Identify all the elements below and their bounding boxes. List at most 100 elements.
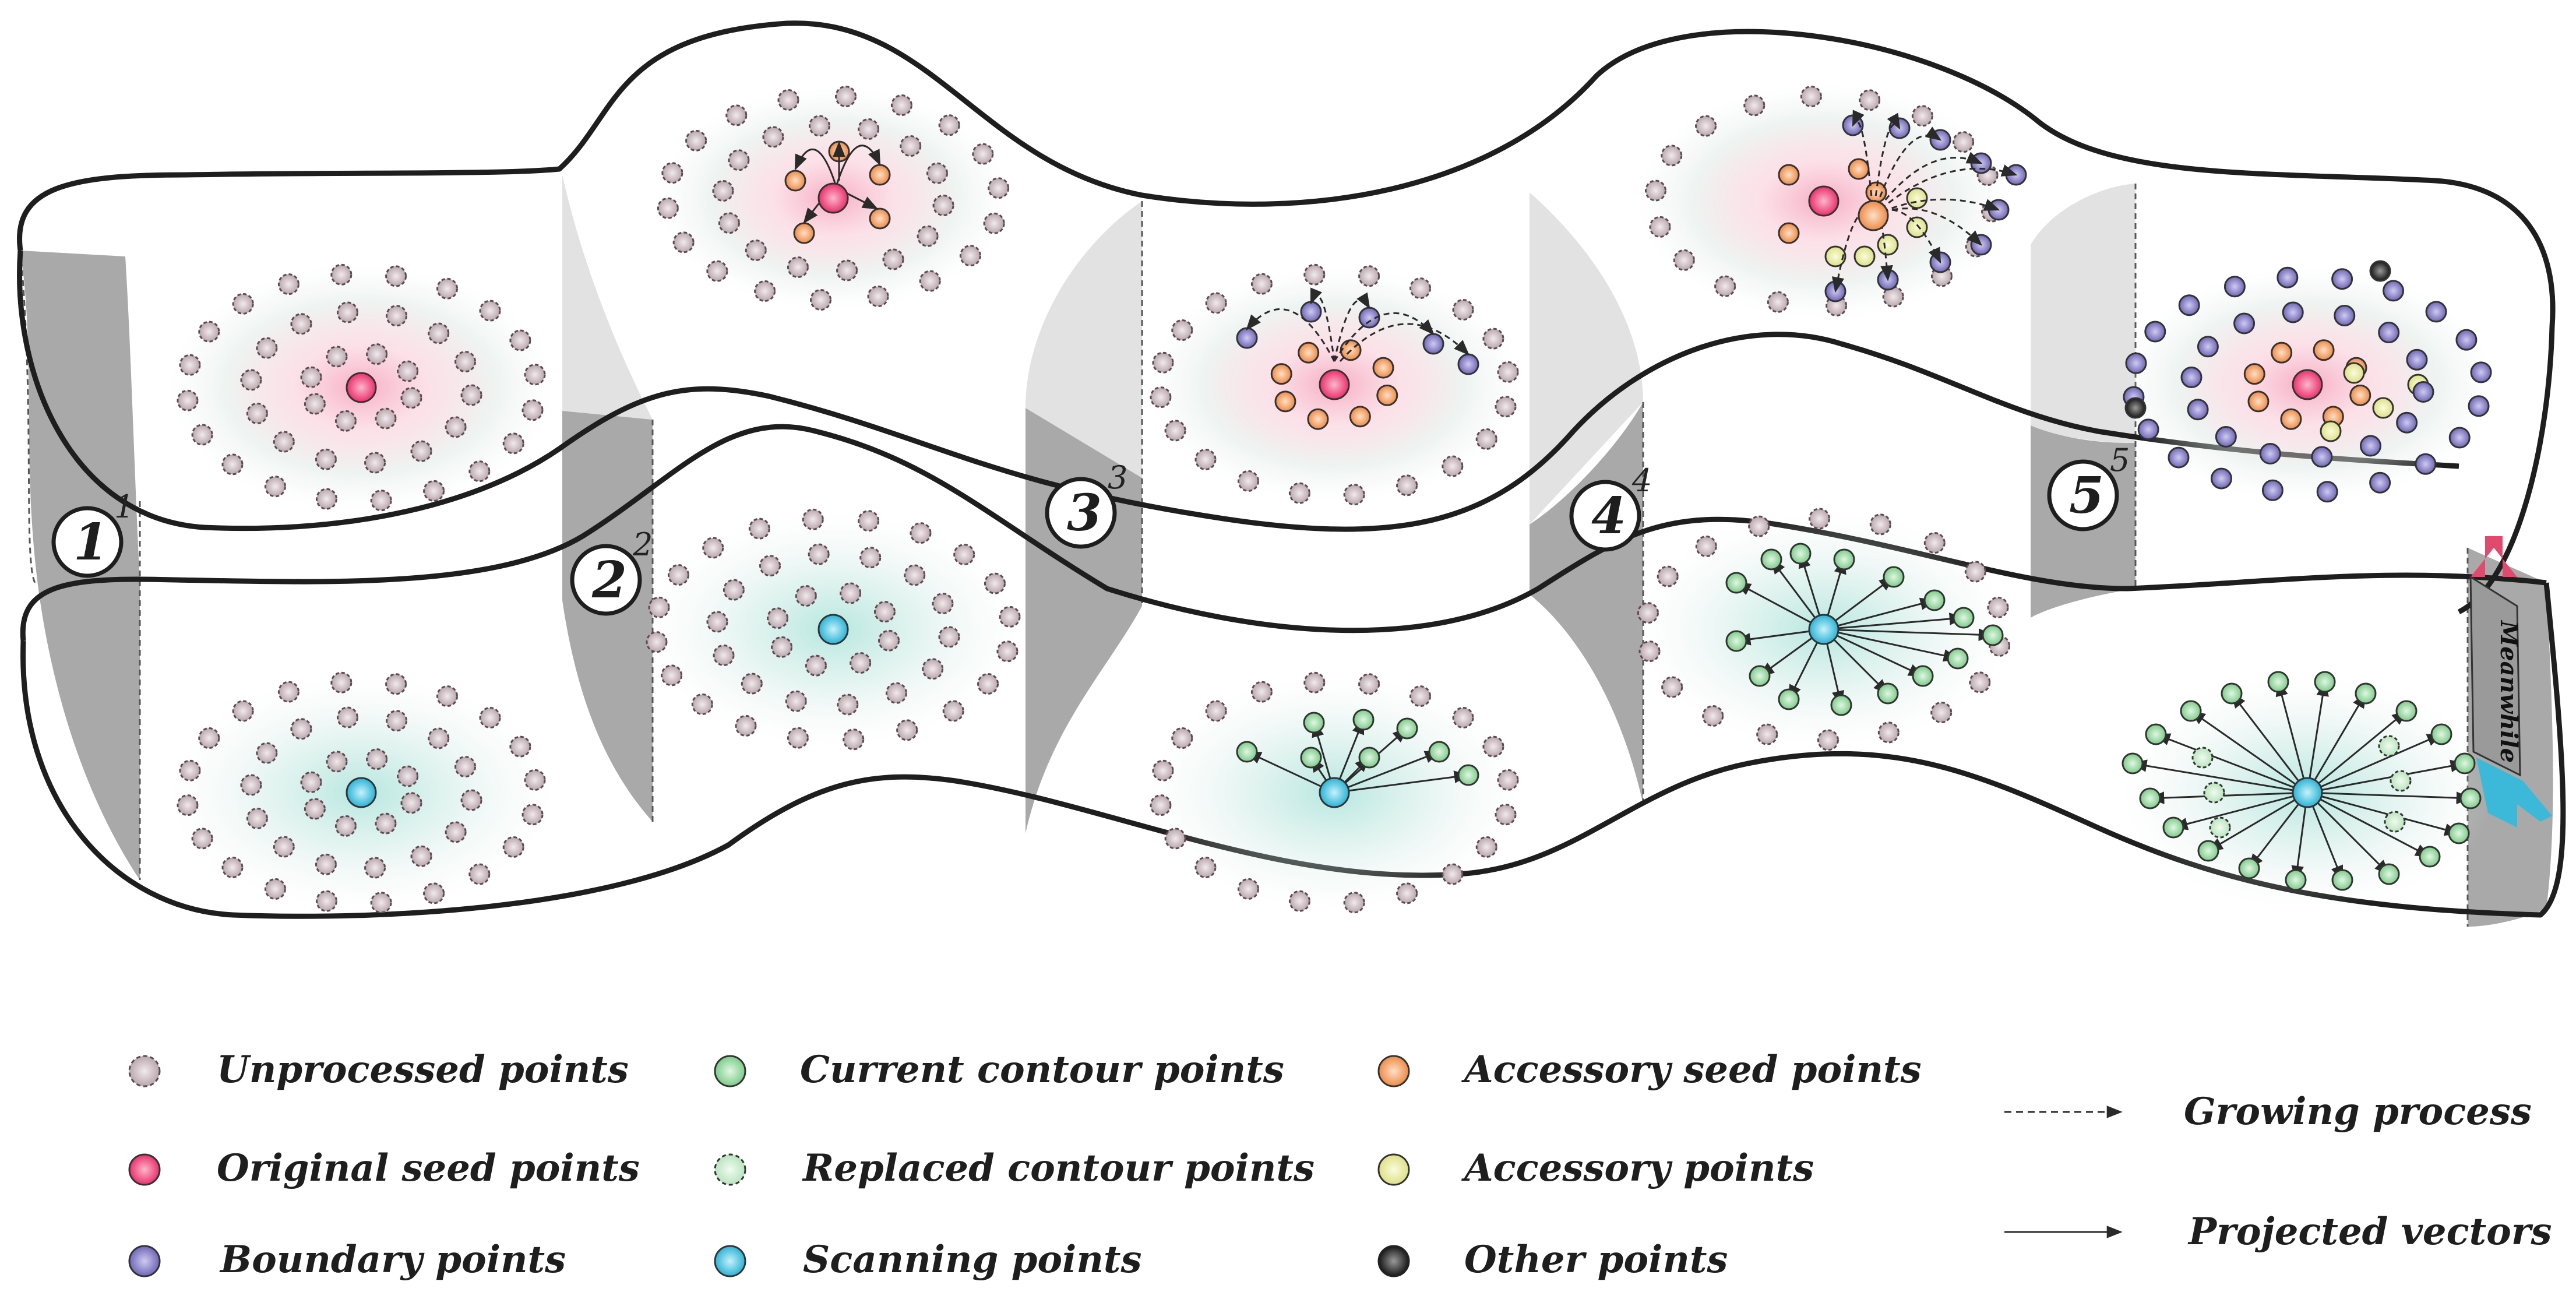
- original-seed-point: [1319, 369, 1350, 400]
- unprocessed-point: [460, 789, 482, 811]
- unprocessed-point: [364, 857, 386, 879]
- current-contour-point: [1923, 589, 1946, 611]
- point-clusters: [169, 85, 2494, 914]
- boundary-point: [2277, 266, 2299, 288]
- current-contour-point: [2221, 682, 2243, 705]
- unprocessed-point: [646, 631, 668, 653]
- current-contour-point: [1725, 572, 1747, 594]
- unprocessed-point: [858, 118, 880, 140]
- unprocessed-point: [1194, 856, 1217, 878]
- current-contour-point: [1236, 741, 1258, 763]
- growing-arrow: [1333, 292, 1370, 362]
- unprocessed-point: [938, 114, 960, 136]
- growing-arrow: [1852, 110, 1874, 216]
- unprocessed-point: [423, 882, 445, 904]
- unprocessed-point: [1205, 292, 1227, 314]
- step-superscript: 3: [1108, 459, 1127, 496]
- accessory-seed-point: [2247, 390, 2270, 413]
- replaced-contour-point: [2191, 747, 2214, 769]
- unprocessed-point: [1396, 882, 1418, 904]
- legend-label-projected-vectors: Projected vectors: [2187, 1210, 2552, 1254]
- unprocessed-point: [1756, 723, 1778, 745]
- unprocessed-point: [713, 644, 735, 666]
- unprocessed-point: [735, 714, 757, 737]
- accessory-point: [1906, 216, 1928, 238]
- current-contour-point: [2331, 869, 2353, 891]
- projected-vector: [2307, 759, 2466, 794]
- legend-item-original-seed: Original seed points: [128, 1146, 640, 1190]
- unprocessed-point: [191, 828, 213, 850]
- legend-label-original-seed: Original seed points: [217, 1146, 640, 1190]
- meanwhile-connector: Meanwhile: [2469, 536, 2552, 828]
- legend-item-accessory-seed: Accessory seed points: [1377, 1048, 1922, 1092]
- unprocessed-point: [953, 544, 975, 566]
- current-contour-point: [2355, 682, 2377, 705]
- unprocessed-point: [315, 488, 337, 510]
- unprocessed-point: [445, 416, 467, 438]
- replaced-contour-point: [2209, 816, 2231, 839]
- unprocessed-point: [334, 815, 357, 837]
- legend-label-accessory: Accessory points: [1461, 1146, 1814, 1190]
- step-badge-circle: [2047, 459, 2119, 531]
- unprocessed-point: [1442, 455, 1464, 477]
- growing-arrow: [1831, 210, 1874, 293]
- unprocessed-point: [315, 890, 337, 912]
- boundary-point: [2125, 352, 2147, 374]
- original-seed-point: [2292, 369, 2323, 400]
- growing-arrow: [1872, 152, 1983, 216]
- unprocessed-point: [712, 180, 734, 202]
- accessory-seed-point: [869, 164, 891, 186]
- accessory-point: [2343, 362, 2365, 384]
- projected-vector: [2306, 692, 2367, 793]
- current-contour-point: [2430, 723, 2452, 745]
- unprocessed-point: [1343, 892, 1365, 914]
- unprocessed-point: [1452, 299, 1474, 321]
- replaced-contour-point: [2378, 735, 2400, 757]
- unprocessed-point: [1288, 482, 1310, 504]
- unprocessed-point: [177, 389, 199, 411]
- current-contour-point: [2419, 846, 2441, 868]
- unprocessed-point: [873, 601, 896, 623]
- unprocessed-point: [179, 354, 201, 376]
- boundary-point: [1457, 353, 1479, 375]
- projected-vector: [1823, 628, 1925, 677]
- replaced-contour-point: [2384, 811, 2406, 833]
- unprocessed-point: [304, 393, 326, 415]
- unprocessed-point: [1171, 319, 1193, 342]
- current-contour-point: [2180, 700, 2202, 722]
- current-contour-point: [1833, 548, 1855, 571]
- upper-ribbon-top: [17, 20, 2556, 615]
- unprocessed-point: [977, 673, 999, 695]
- boundary-point: [2215, 425, 2237, 448]
- unprocessed-point: [1475, 836, 1497, 858]
- unprocessed-point: [509, 735, 531, 758]
- unprocessed-point: [1409, 277, 1432, 300]
- step-badge-3: 33: [1045, 459, 1127, 549]
- unprocessed-point: [1661, 676, 1683, 698]
- boundary-point: [2311, 446, 2333, 468]
- growing-arrow: [1246, 308, 1335, 362]
- step-badge-circle: [1045, 477, 1117, 549]
- accessory-seed-point: [2349, 384, 2371, 406]
- unprocessed-point: [256, 337, 278, 359]
- unprocessed-point: [1930, 702, 1953, 724]
- legend-swatch-original-seed: [128, 1153, 161, 1186]
- step-badge-circle: [1569, 480, 1641, 552]
- unprocessed-point: [932, 194, 954, 216]
- legend-item-accessory: Accessory points: [1377, 1146, 1814, 1190]
- boundary-point: [2406, 348, 2428, 371]
- unprocessed-point: [919, 270, 941, 292]
- unprocessed-point: [1800, 85, 1822, 107]
- unprocessed-point: [400, 387, 422, 409]
- legend-label-scanning: Scanning points: [803, 1238, 1141, 1282]
- projected-vector: [835, 145, 881, 187]
- unprocessed-point: [366, 343, 388, 365]
- meanwhile-band: [2469, 575, 2521, 777]
- unprocessed-point: [785, 690, 807, 712]
- unprocessed-point: [1969, 671, 1991, 693]
- projected-vector: [1334, 770, 1470, 794]
- projected-vector: [2248, 792, 2309, 870]
- unprocessed-point: [983, 212, 1005, 234]
- unprocessed-point: [370, 490, 392, 512]
- unprocessed-point: [999, 606, 1021, 628]
